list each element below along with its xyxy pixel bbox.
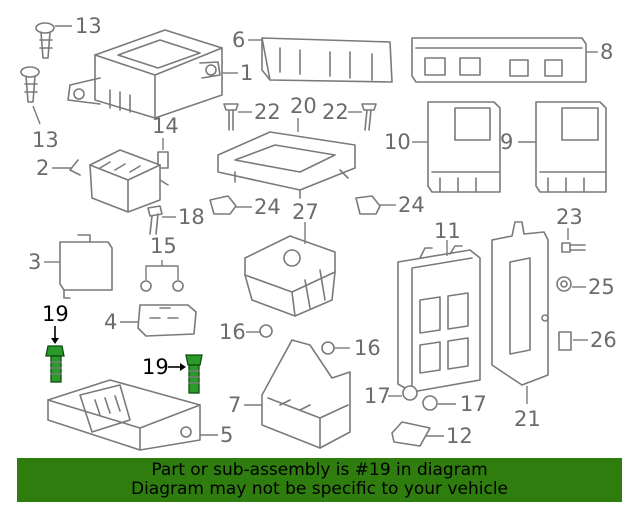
callout-7[interactable]: 7 [228,393,241,417]
part-18-bolt [147,205,163,235]
part-10-module [427,101,501,193]
callout-10[interactable]: 10 [384,130,411,154]
callout-27[interactable]: 27 [292,200,319,224]
banner-line-2: Diagram may not be specific to your vehi… [130,479,508,499]
callout-12[interactable]: 12 [446,424,473,448]
callout-20[interactable]: 20 [290,94,317,118]
callout-16-right[interactable]: 16 [354,336,381,360]
part-1-module [67,29,223,119]
part-19-bolt-left[interactable] [45,345,65,383]
part-8-module [411,37,587,83]
callout-19-left[interactable]: 19 [42,302,69,326]
part-4-module [137,304,197,337]
callout-2[interactable]: 2 [36,156,49,180]
callout-17-left[interactable]: 17 [364,384,391,408]
callout-24-right[interactable]: 24 [398,193,425,217]
callout-13-bottom[interactable]: 13 [32,128,59,152]
part-24-clips [209,195,381,215]
callout-11[interactable]: 11 [434,219,461,243]
part-20-bracket [217,131,356,199]
parts-diagram: 1 13 13 6 8 22 20 22 [20,14,617,451]
callout-13-top[interactable]: 13 [75,14,102,38]
callout-3[interactable]: 3 [28,250,41,274]
callout-4[interactable]: 4 [104,310,117,334]
callout-18[interactable]: 18 [178,205,205,229]
part-27-cover [244,235,336,317]
callout-23[interactable]: 23 [556,205,583,229]
part-2-module [69,149,169,213]
callout-14[interactable]: 14 [152,114,179,138]
part-17-nuts [402,385,438,411]
banner-line-1: Part or sub-assembly is #19 in diagram [151,460,488,480]
part-19-bolt-right[interactable] [185,354,203,394]
part-6-cover [261,37,393,83]
callout-15[interactable]: 15 [150,234,177,258]
callout-22-right[interactable]: 22 [322,100,349,124]
callout-17-right[interactable]: 17 [460,392,487,416]
callout-25[interactable]: 25 [588,275,615,299]
callout-24-left[interactable]: 24 [254,195,281,219]
info-banner: Part or sub-assembly is #19 in diagram D… [17,458,622,502]
callout-6[interactable]: 6 [232,28,245,52]
part-5-module [47,379,201,451]
part-11-fuse-box [397,245,481,393]
callout-9[interactable]: 9 [500,130,513,154]
callout-22-left[interactable]: 22 [254,100,281,124]
callout-21[interactable]: 21 [514,407,541,431]
part-22-bolts [223,103,377,131]
callout-26[interactable]: 26 [590,328,617,352]
part-9-module [535,101,607,193]
part-3-module [59,234,113,299]
part-21-bracket [491,221,549,386]
part-12-module [391,421,431,447]
part-23-bolt [561,242,586,253]
part-16-nuts [259,324,335,355]
part-13-push-pin [20,22,55,103]
part-25-nut [556,276,572,292]
callout-8[interactable]: 8 [600,40,613,64]
part-15-nuts [140,280,184,292]
callout-19-right[interactable]: 19 [142,355,169,379]
callout-16-left[interactable]: 16 [219,320,246,344]
callout-1[interactable]: 1 [240,61,253,85]
part-26-clip [558,331,572,351]
part-7-bracket [261,339,351,449]
callout-5[interactable]: 5 [220,423,233,447]
part-14-clip [157,151,169,169]
